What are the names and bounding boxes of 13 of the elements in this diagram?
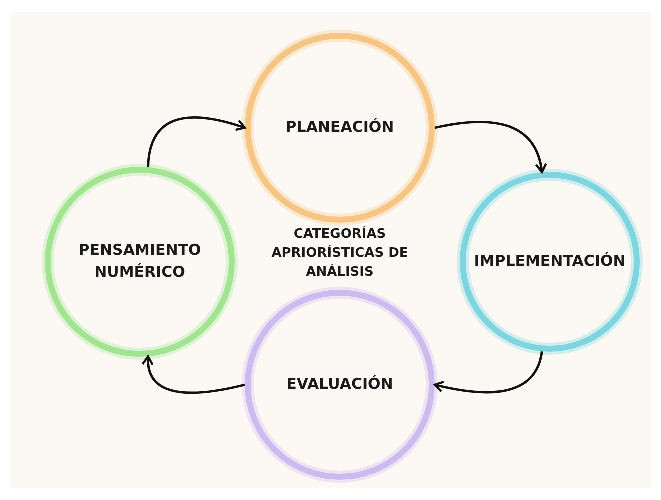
circle-node [245,33,435,223]
node-label: PENSAMIENTO NUMÉRICO [78,240,202,283]
curved-arrow [147,116,246,168]
center-label: CATEGORÍAS APRIORÍSTICAS DE ANÁLISIS [270,226,410,282]
curved-arrow [434,120,547,174]
circle-node [460,172,640,352]
circle-node [245,290,435,480]
node-label: IMPLEMENTACIÓN [473,251,627,272]
curved-arrow [142,356,246,394]
circle-node [45,167,235,357]
node-label: EVALUACIÓN [286,374,394,396]
node-label: PLANEACIÓN [284,117,396,138]
curved-arrow [434,351,544,394]
